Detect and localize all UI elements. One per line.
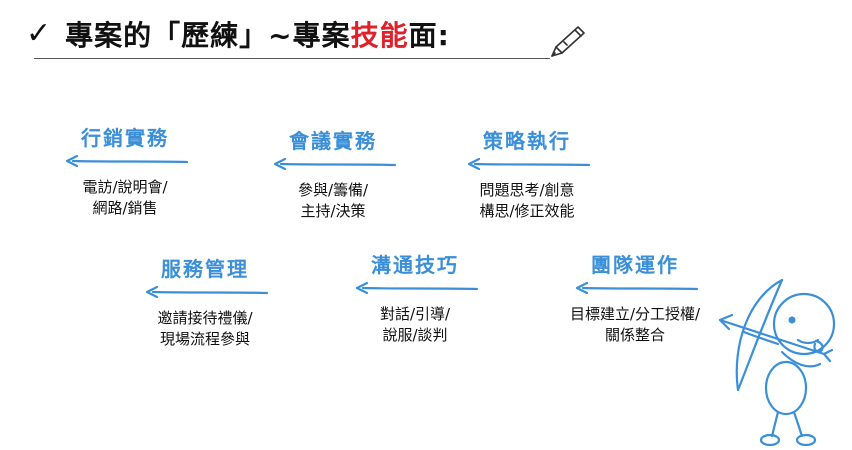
title-part-4: 面: — [408, 19, 450, 52]
skill-description-line: 目標建立/分工授權/ — [569, 305, 701, 323]
archer-illustration — [718, 278, 836, 447]
skill-description-line: 網路/銷售 — [92, 199, 158, 217]
skill-card-teamwork: 團隊運作 目標建立/分工授權/ 關係整合 — [540, 249, 730, 346]
skill-description-line: 對話/引導/ — [379, 305, 451, 323]
arrow-left-icon — [273, 157, 397, 170]
skill-description-line: 說服/談判 — [382, 326, 448, 344]
skill-description-line: 主持/決策 — [300, 202, 366, 220]
skill-description-line: 現場流程參與 — [159, 330, 250, 348]
arrow-left-icon — [575, 281, 699, 294]
skill-card-communication: 溝通技巧 對話/引導/ 說服/談判 — [340, 249, 490, 346]
bow — [735, 278, 784, 392]
skill-description: 對話/引導/ 說服/談判 — [340, 304, 490, 346]
title-part-3: 」~專案 — [239, 19, 351, 52]
arrow-left-icon — [65, 154, 189, 167]
skill-heading: 溝通技巧 — [371, 253, 459, 277]
archer-head — [772, 292, 836, 356]
page-title: ✓ 專案的「歷練」~專案技能面: — [26, 12, 450, 56]
pen-icon — [551, 26, 585, 57]
skill-heading: 行銷實務 — [81, 126, 169, 150]
skill-heading: 服務管理 — [161, 257, 249, 281]
skill-description: 目標建立/分工授權/ 關係整合 — [540, 304, 730, 346]
skill-card-strategy: 策略執行 問題思考/創意 構思/修正效能 — [452, 125, 602, 222]
arrow-left-icon — [467, 157, 591, 170]
title-part-2: 歷練 — [181, 19, 240, 52]
title-part-1: 專案的「 — [65, 19, 182, 52]
title-highlight: 技能 — [350, 19, 409, 52]
skill-heading: 策略執行 — [483, 129, 571, 153]
checkmark-icon: ✓ — [26, 16, 52, 51]
skill-description: 參與/籌備/ 主持/決策 — [258, 180, 408, 222]
skill-description-line: 構思/修正效能 — [479, 202, 575, 220]
skill-description: 邀請接待禮儀/ 現場流程參與 — [120, 308, 290, 350]
skill-description-line: 參與/籌備/ — [297, 181, 369, 199]
skill-card-meeting: 會議實務 參與/籌備/ 主持/決策 — [258, 125, 408, 222]
arrow-left-icon — [355, 281, 479, 294]
skill-description-line: 電訪/說明會/ — [82, 178, 168, 196]
skill-description-line: 關係整合 — [604, 326, 665, 344]
title-text: 專案的「歷練」~專案技能面: — [65, 14, 450, 54]
title-underline — [34, 58, 550, 59]
arrow-left-icon — [145, 285, 269, 298]
skill-description: 問題思考/創意 構思/修正效能 — [452, 180, 602, 222]
skill-heading: 團隊運作 — [591, 253, 679, 277]
skill-card-service: 服務管理 邀請接待禮儀/ 現場流程參與 — [120, 253, 290, 350]
skill-description: 電訪/說明會/ 網路/銷售 — [50, 177, 200, 219]
skill-heading: 會議實務 — [289, 129, 377, 153]
skill-card-marketing: 行銷實務 電訪/說明會/ 網路/銷售 — [50, 122, 200, 219]
skill-description-line: 問題思考/創意 — [479, 181, 575, 199]
skill-description-line: 邀請接待禮儀/ — [157, 309, 253, 327]
